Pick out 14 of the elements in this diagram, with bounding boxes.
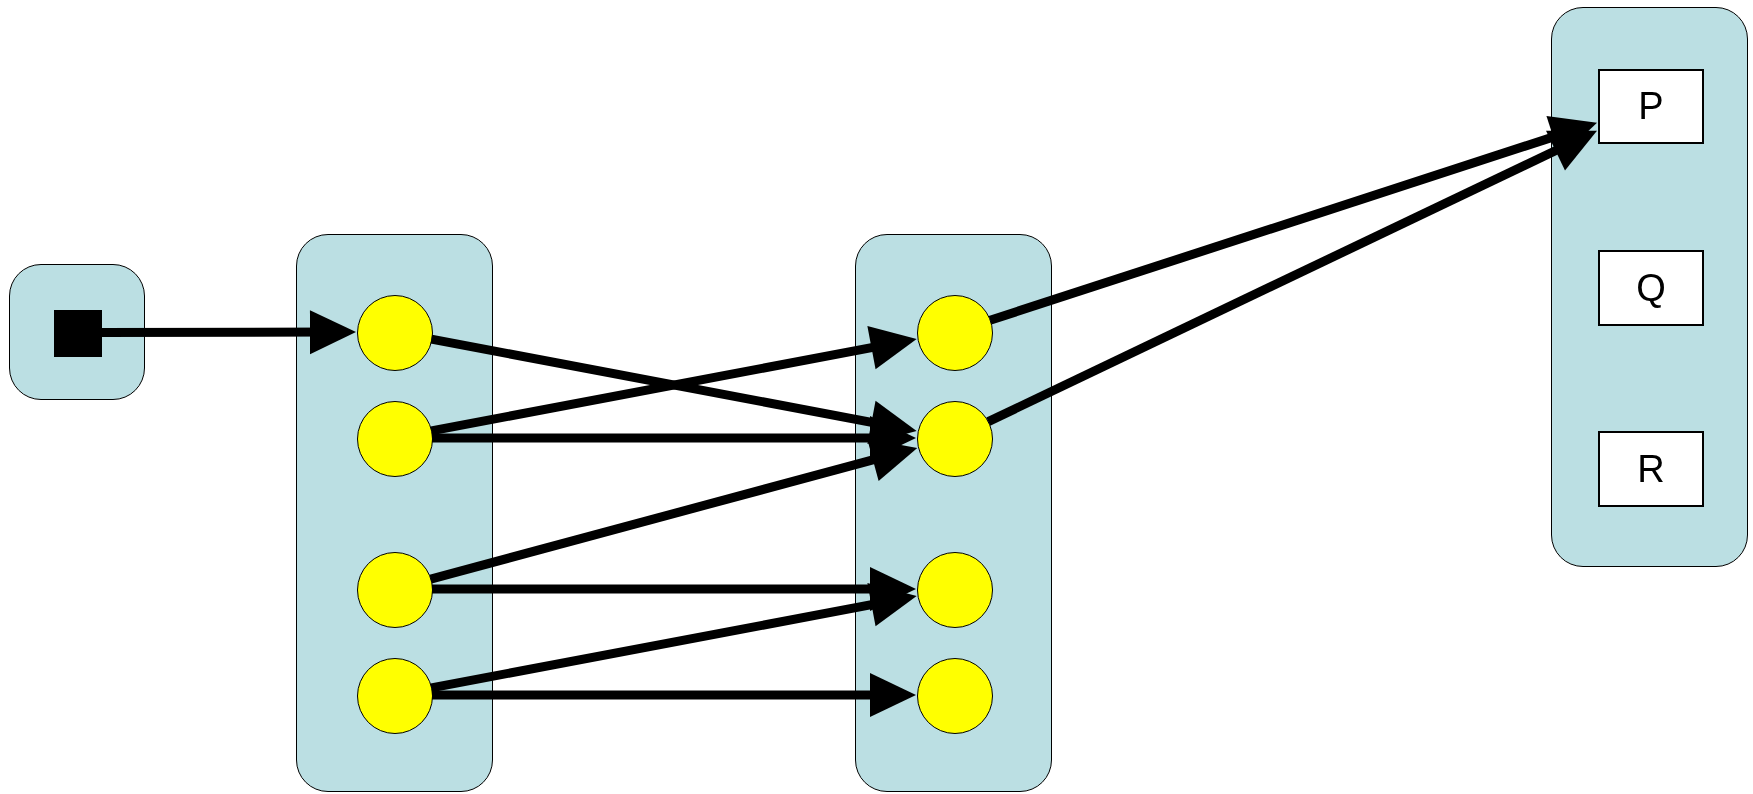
arrow xyxy=(986,130,1597,426)
square-node xyxy=(54,310,102,357)
group-panel xyxy=(1551,7,1748,567)
arrow xyxy=(432,567,916,611)
group-panel xyxy=(9,264,145,400)
group-panel xyxy=(855,234,1052,792)
arrow xyxy=(101,310,356,355)
arrow xyxy=(988,116,1597,325)
arrow xyxy=(430,583,917,693)
label-box: R xyxy=(1598,431,1704,507)
label-box: Q xyxy=(1598,250,1704,326)
label-box: P xyxy=(1598,69,1704,144)
arrow xyxy=(432,673,916,717)
group-panel xyxy=(296,234,493,792)
